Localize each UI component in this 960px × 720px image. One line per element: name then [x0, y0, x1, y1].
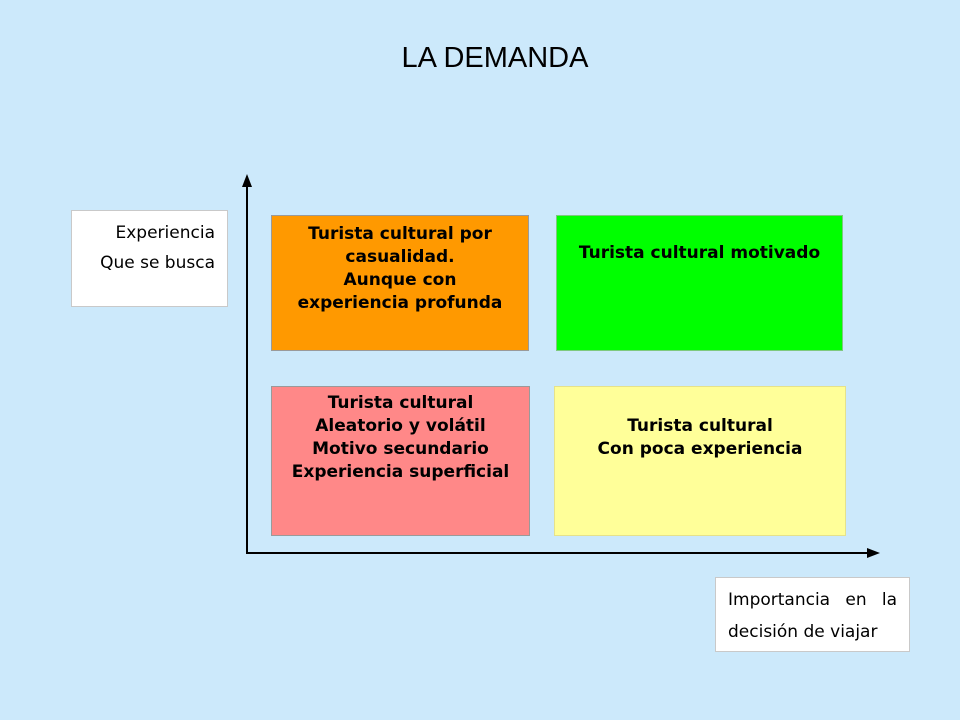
x-axis-label-line1: Importancia en la	[728, 584, 897, 616]
quadrant-text-line: experiencia profunda	[297, 293, 503, 313]
y-axis-label-box: Experiencia Que se busca	[71, 210, 228, 307]
quadrant-text-line: Turista cultural por	[308, 224, 492, 244]
quadrant-text-line: Experiencia superficial	[291, 462, 510, 482]
quadrant-text-line: Turista cultural motivado	[578, 243, 821, 263]
x-axis-label-word: en	[845, 590, 867, 610]
x-axis-label-line2: decisión de viajar	[728, 622, 878, 642]
y-axis-arrow	[242, 174, 252, 187]
quadrant-text-line: Con poca experiencia	[597, 439, 803, 459]
x-axis-label-box: Importancia en la decisión de viajar	[715, 577, 910, 652]
quadrant-text-line: Motivo secundario	[312, 439, 489, 459]
quadrant-text-line: Aleatorio y volátil	[315, 416, 486, 436]
x-axis-label-word: la	[881, 590, 897, 610]
y-axis-label-line2: Que se busca	[100, 253, 215, 273]
y-axis-label-line1: Experiencia	[115, 223, 216, 243]
quadrant-top-left: Turista cultural por casualidad. Aunque …	[271, 215, 529, 351]
quadrant-bottom-left: Turista cultural Aleatorio y volátil Mot…	[271, 386, 530, 536]
quadrant-text-line: casualidad.	[345, 247, 455, 267]
slide-title: LA DEMANDA	[401, 42, 589, 74]
x-axis-arrow	[867, 548, 880, 558]
quadrant-text-line: Aunque con	[343, 270, 457, 290]
quadrant-bottom-right: Turista cultural Con poca experiencia	[554, 386, 846, 536]
quadrant-text-line: Turista cultural	[327, 393, 474, 413]
quadrant-text-line: Turista cultural	[627, 416, 773, 436]
quadrant-top-right: Turista cultural motivado	[556, 215, 843, 351]
x-axis-label-word: Importancia	[728, 590, 831, 610]
